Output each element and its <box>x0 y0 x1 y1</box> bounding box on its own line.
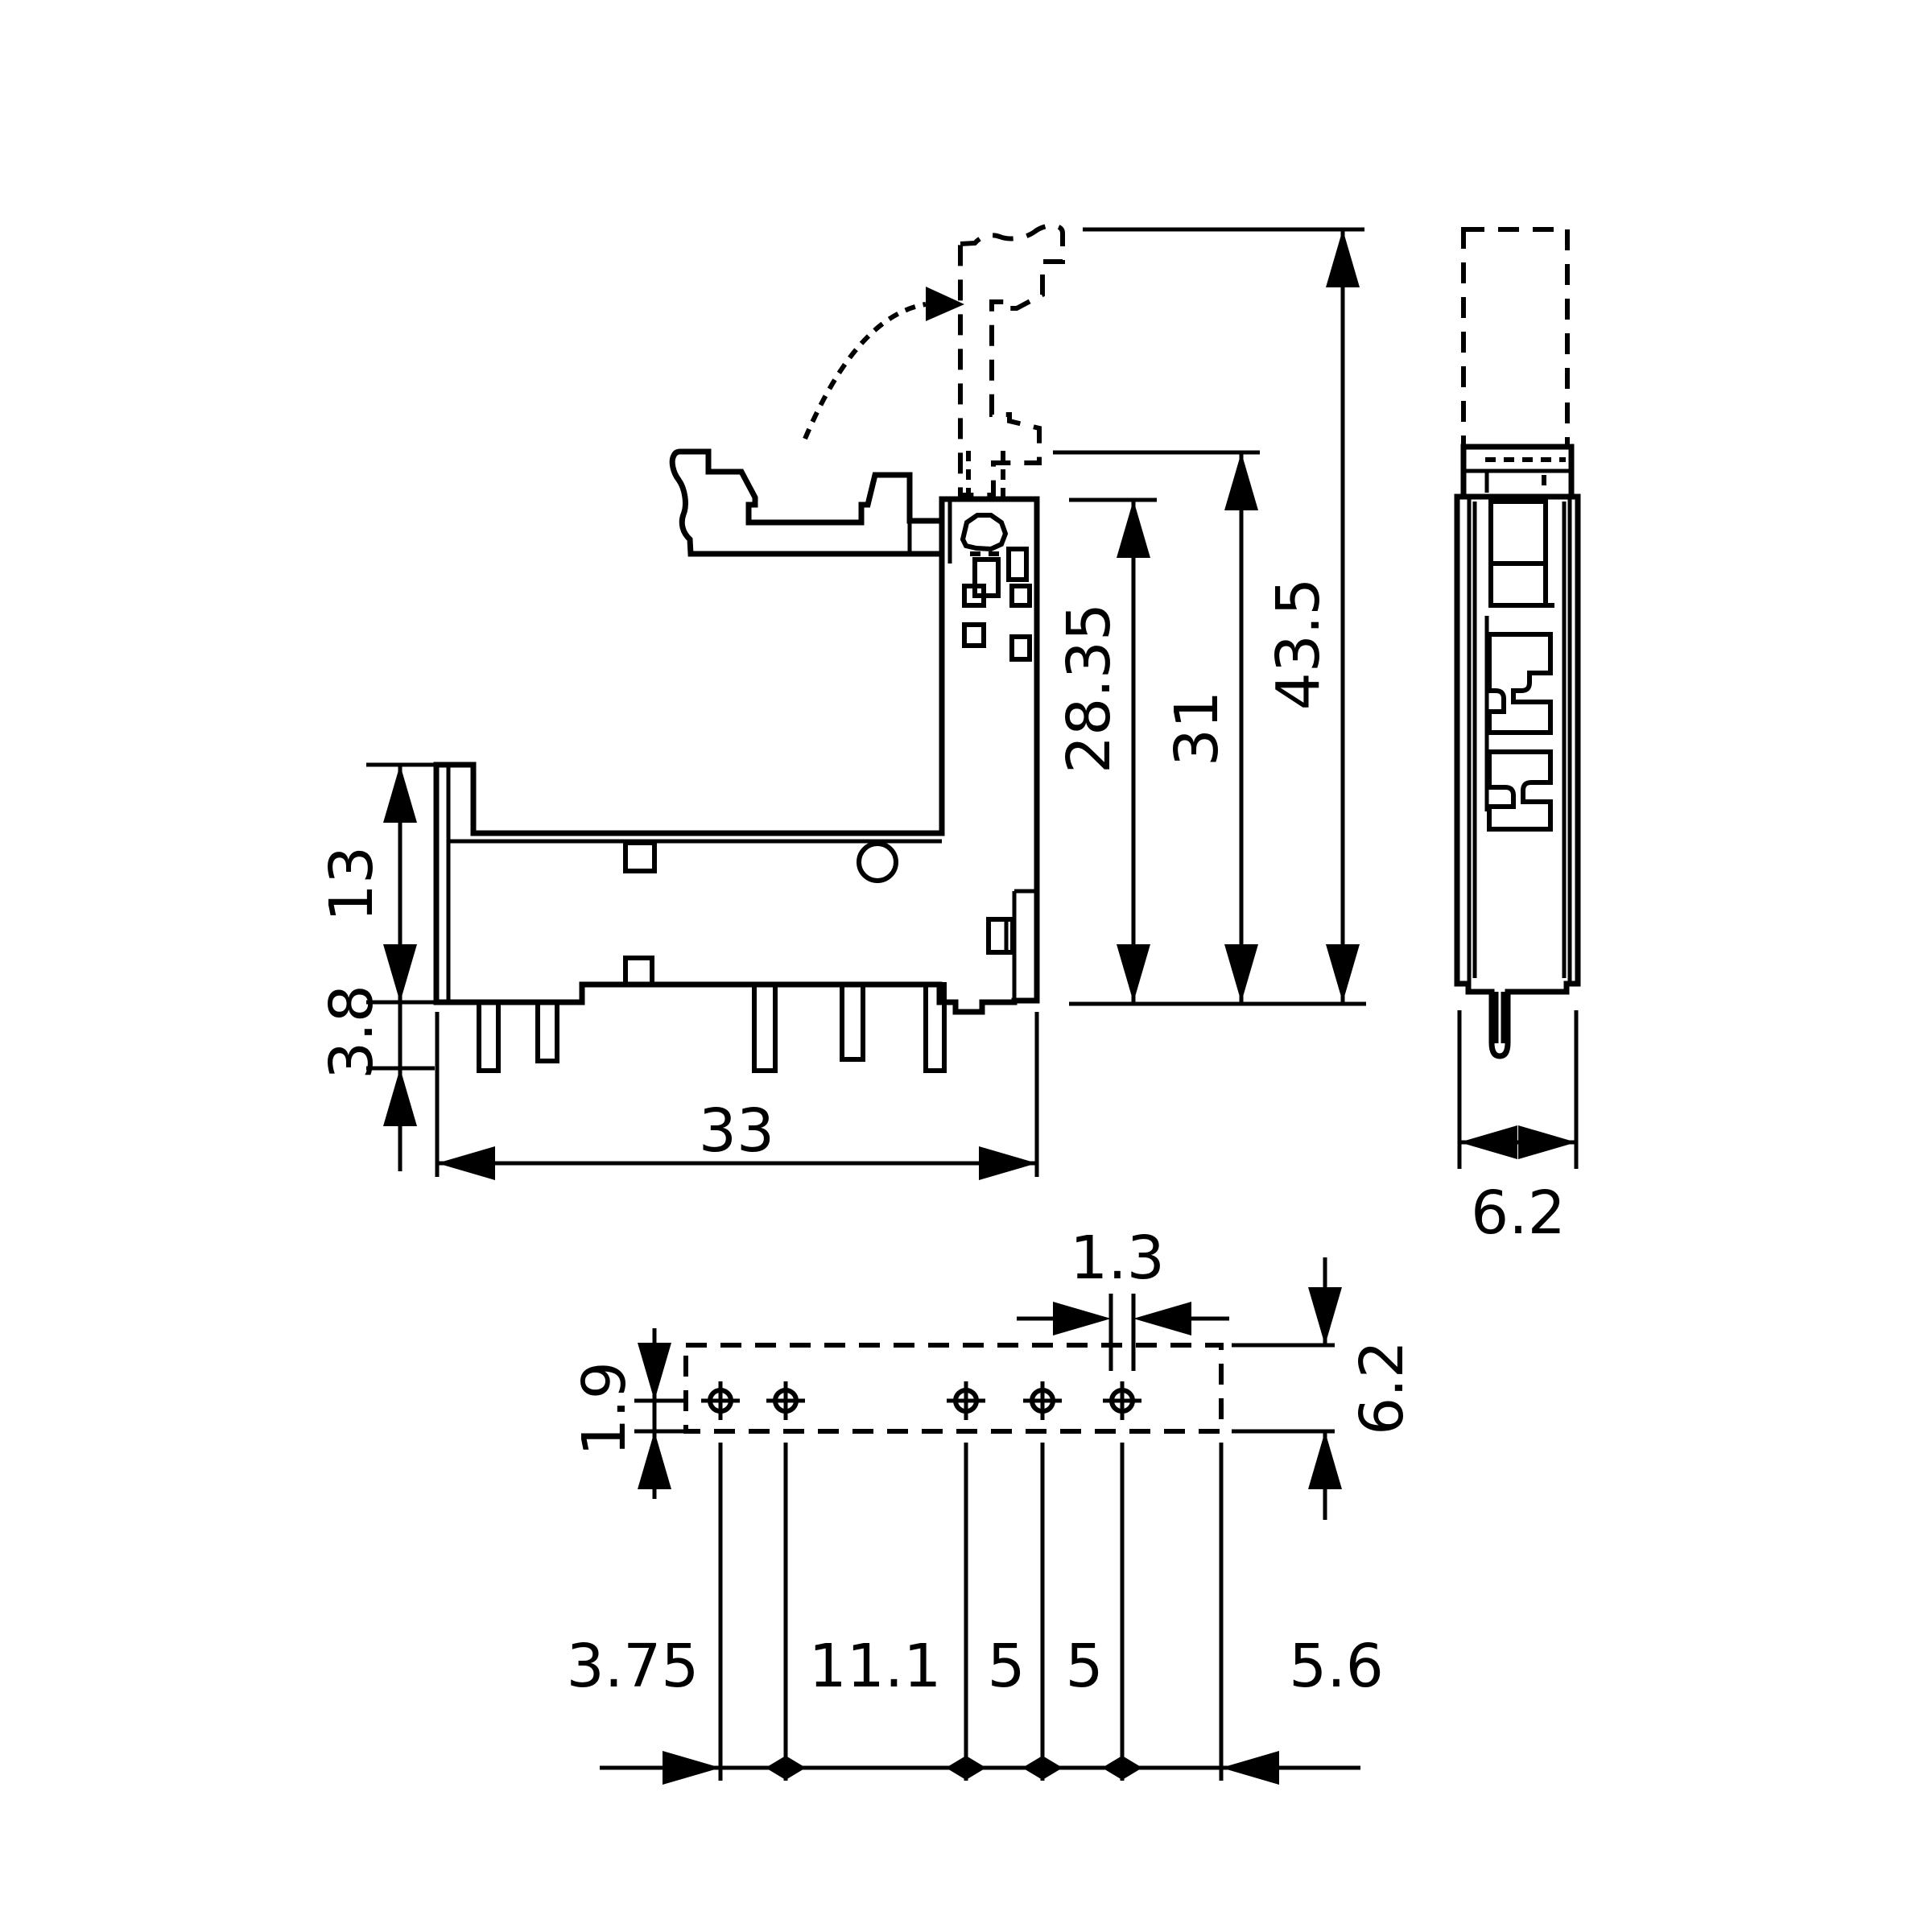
latch-side-block <box>1006 547 1029 582</box>
arrowhead-left-icon <box>1221 1751 1279 1785</box>
dim-end-width: 6.2 <box>1457 1010 1579 1248</box>
arrowhead-down-icon <box>1308 1287 1342 1345</box>
dim-label-end-width: 6.2 <box>1471 1179 1566 1248</box>
rotation-arrowhead-icon <box>926 287 964 321</box>
pin-hole-crosshair <box>701 1381 740 1420</box>
pin <box>840 982 865 1062</box>
arrowhead-up-icon <box>383 1068 417 1126</box>
dim-label-pin-length: 3.8 <box>317 985 386 1080</box>
foot-slot-line <box>1012 889 1037 1001</box>
arrowhead-up-icon <box>1117 500 1150 558</box>
latch-blob <box>960 513 1009 552</box>
dim-body-width: 33 <box>435 1012 1039 1180</box>
dim-label-pitch-1: 3.75 <box>567 1632 700 1701</box>
arrowhead-left-icon <box>437 1146 495 1180</box>
dim-heights: 28.35 31 43.5 <box>1053 227 1366 1006</box>
end-view-body-outline <box>1454 493 1581 1059</box>
pin-hole-crosshair <box>1023 1381 1062 1420</box>
solder-pins <box>477 982 947 1073</box>
arrowhead-up-icon <box>1308 1431 1342 1489</box>
arrowhead-right-icon <box>663 1751 720 1785</box>
dim-label-total-height: 43.5 <box>1264 578 1333 711</box>
arrowhead-left-icon <box>1133 1302 1191 1335</box>
end-view-internal-mechanism <box>1484 499 1554 832</box>
clip-ghost-stub <box>966 451 1005 497</box>
foot-tab <box>986 917 1015 955</box>
pin <box>477 1000 501 1073</box>
dim-label-pitch-5: 5.6 <box>1289 1632 1384 1701</box>
end-view-wall-lines <box>1467 497 1572 984</box>
end-view-pin-inner-lines <box>1494 992 1505 1043</box>
dim-label-left-step: 13 <box>317 846 386 922</box>
dim-label-pattern-height: 6.2 <box>1348 1340 1417 1435</box>
dim-left-step-and-pin: 13 3.8 <box>317 762 435 1171</box>
din-rail-clip <box>669 448 945 557</box>
end-view: 6.2 <box>1454 227 1581 1248</box>
socket-body-outline <box>433 496 1040 1015</box>
clip-ghost-position <box>958 223 1065 497</box>
arrowhead-right-icon <box>1518 1125 1576 1159</box>
end-view-ghost-clip-extent <box>1461 227 1570 449</box>
dim-label-pitch-4: 5 <box>1065 1632 1103 1701</box>
pin-hole-crosshair <box>766 1381 805 1420</box>
dim-label-pitch-3: 5 <box>987 1632 1025 1701</box>
chain-diamond-icon <box>1102 1756 1142 1780</box>
latch-detail <box>960 513 1029 598</box>
chain-diamond-icon <box>766 1756 806 1780</box>
contact-window <box>1009 634 1032 662</box>
dim-hole-diameter: 1.3 <box>1017 1224 1229 1371</box>
dim-pitch-chain: 3.75 11.1 5 5 5.6 <box>567 1443 1384 1785</box>
pin-hole-crosshair <box>1103 1381 1141 1420</box>
arrowhead-up-icon <box>1224 452 1258 510</box>
bottom-view: 1.9 1.3 6.2 3.75 <box>567 1224 1417 1785</box>
dim-label-hole-diameter: 1.3 <box>1070 1224 1165 1293</box>
rotation-arrow <box>803 287 964 440</box>
arrowhead-left-icon <box>1459 1125 1517 1159</box>
dim-hole-row-offset: 1.9 <box>570 1328 686 1499</box>
tower-foot-detail <box>986 889 1037 1001</box>
arrowhead-up-icon <box>383 765 417 823</box>
arrowhead-down-icon <box>383 944 417 1002</box>
arrowhead-down-icon <box>1326 944 1360 1002</box>
chain-diamond-icon <box>946 1756 986 1780</box>
rotation-arrow-arc <box>803 302 927 440</box>
pin <box>923 982 947 1073</box>
arrowhead-up-icon <box>1326 229 1360 287</box>
stepped-cutout-lower <box>1487 749 1553 832</box>
contact-window <box>1009 584 1032 608</box>
dim-label-hole-row-offset: 1.9 <box>570 1361 639 1456</box>
clip-profile <box>669 448 945 557</box>
dim-label-body-height: 31 <box>1162 691 1232 766</box>
pin-holes <box>701 1381 1141 1420</box>
lower-board-tab <box>623 956 654 987</box>
upper-board-tab <box>623 840 657 873</box>
latch-stem <box>972 557 1001 598</box>
clip-ghost-profile <box>958 223 1065 497</box>
arrowhead-right-icon <box>979 1146 1037 1180</box>
bottom-view-body-extent <box>683 1343 1224 1434</box>
dim-label-inner-height: 28.35 <box>1055 603 1124 774</box>
dim-pattern-height: 6.2 <box>1232 1257 1417 1520</box>
side-view: 13 3.8 33 28.35 31 43.5 <box>317 223 1366 1180</box>
arrowhead-down-icon <box>1117 944 1150 1002</box>
dim-label-pitch-2: 11.1 <box>809 1632 942 1701</box>
stepped-cutout-upper <box>1487 632 1553 735</box>
pin <box>752 982 778 1073</box>
mounting-hole <box>857 841 898 883</box>
arrowhead-up-icon <box>638 1431 671 1489</box>
end-view-cap <box>1460 444 1575 500</box>
pin <box>535 1000 559 1063</box>
chain-diamond-icon <box>1022 1756 1063 1780</box>
arrowhead-right-icon <box>1053 1302 1111 1335</box>
pin-hole-crosshair <box>947 1381 985 1420</box>
contact-window <box>962 622 986 648</box>
arrowhead-down-icon <box>638 1343 671 1401</box>
arrowhead-down-icon <box>1224 944 1258 1002</box>
dim-label-body-width: 33 <box>699 1096 774 1166</box>
